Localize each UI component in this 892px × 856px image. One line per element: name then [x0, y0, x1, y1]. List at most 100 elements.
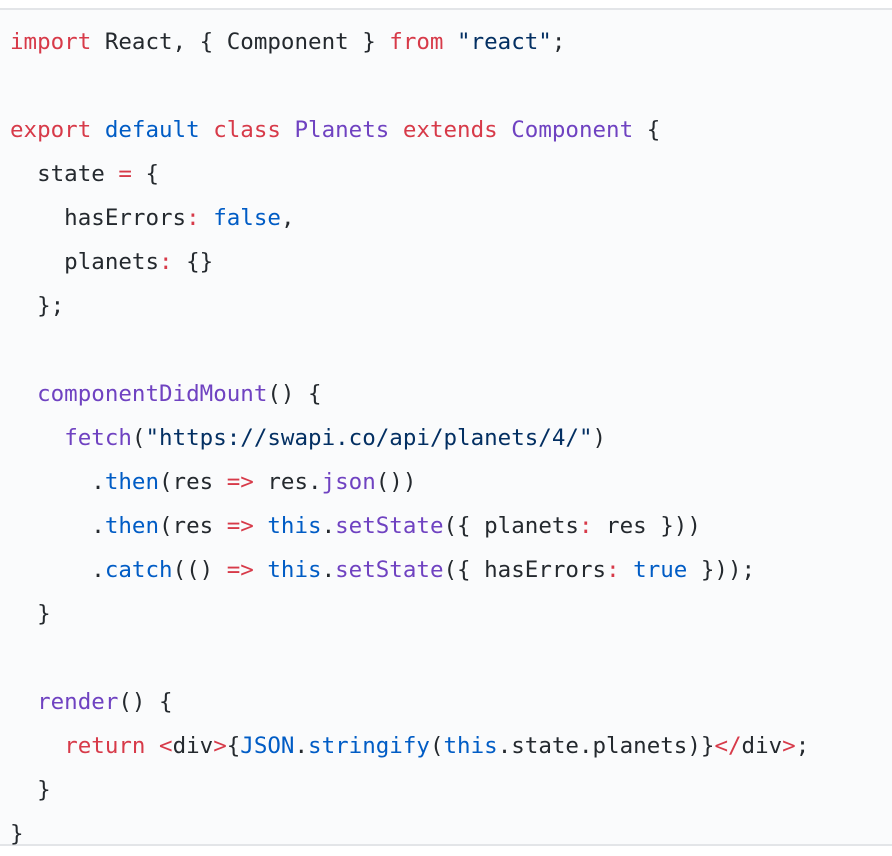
code-token: ;	[551, 29, 566, 55]
code-token: =>	[226, 469, 254, 495]
code-token	[200, 205, 214, 231]
code-token: }	[10, 821, 24, 847]
code-token: hasErrors	[10, 205, 187, 231]
code-token: .	[321, 557, 336, 583]
code-token: };	[10, 293, 65, 319]
code-token	[145, 733, 159, 759]
code-token: </	[714, 733, 742, 759]
code-token: JSON	[240, 733, 295, 759]
code-token	[254, 557, 268, 583]
code-token: <	[159, 733, 173, 759]
code-line: };	[10, 284, 809, 328]
code-token: }	[10, 601, 51, 627]
code-token: planets	[10, 249, 160, 275]
code-block: import React, { Component } from "react"…	[0, 8, 892, 847]
code-line	[10, 636, 809, 680]
code-token: .	[10, 513, 105, 539]
code-token: .	[321, 513, 336, 539]
code-token	[389, 117, 403, 143]
code-token: json	[321, 469, 376, 495]
code-line	[10, 64, 809, 108]
code-token	[443, 29, 457, 55]
code-token	[200, 117, 214, 143]
code-token: res }))	[592, 513, 701, 539]
code-token: class	[213, 117, 281, 143]
code-token	[10, 425, 64, 451]
code-line: export default class Planets extends Com…	[10, 108, 809, 152]
code-token: div	[172, 733, 214, 759]
code-token: (res	[159, 469, 227, 495]
code-token: extends	[402, 117, 498, 143]
code-token: .	[10, 469, 105, 495]
code-line: planets: {}	[10, 240, 809, 284]
code-token: true	[633, 557, 688, 583]
code-line: return <div>{JSON.stringify(this.state.p…	[10, 724, 809, 768]
code-token: state	[10, 161, 119, 187]
code-token: :	[159, 249, 173, 275]
code-token: () {	[118, 689, 173, 715]
code-line: import React, { Component } from "react"…	[10, 20, 809, 64]
code-line: hasErrors: false,	[10, 196, 809, 240]
code-token: >	[213, 733, 227, 759]
code-token: false	[213, 205, 281, 231]
code-token: Planets	[294, 117, 390, 143]
code-token: React, { Component }	[91, 29, 390, 55]
code-token: Component	[511, 117, 634, 143]
code-token: render	[37, 689, 119, 715]
code-token: export	[10, 117, 92, 143]
code-token: :	[578, 513, 593, 539]
code-token: setState	[335, 557, 444, 583]
code-token: ({ planets	[443, 513, 579, 539]
code-token: =>	[226, 557, 254, 583]
code-token: :	[606, 557, 620, 583]
code-token: ,	[280, 205, 295, 231]
code-token: catch	[104, 557, 173, 583]
code-token: .state.planets)}	[497, 733, 715, 759]
code-line: .catch(() => this.setState({ hasErrors: …	[10, 548, 809, 592]
code-token: "react"	[457, 29, 552, 55]
code-line: }	[10, 592, 809, 636]
code-line: render() {	[10, 680, 809, 724]
code-token	[10, 733, 64, 759]
code-token: this	[267, 513, 322, 539]
code-token: (	[131, 425, 146, 451]
code-token: this	[267, 557, 322, 583]
code-line: fetch("https://swapi.co/api/planets/4/")	[10, 416, 809, 460]
code-token: ;	[795, 733, 810, 759]
code-token: div	[741, 733, 783, 759]
code-token: .	[294, 733, 309, 759]
code-line: state = {	[10, 152, 809, 196]
code-line: componentDidMount() {	[10, 372, 809, 416]
code-token: (res	[159, 513, 227, 539]
code-token: then	[104, 469, 160, 495]
code-token: :	[186, 205, 200, 231]
code-token: from	[389, 29, 444, 55]
code-token: return	[64, 733, 146, 759]
code-token: (	[429, 733, 444, 759]
code-token: setState	[335, 513, 444, 539]
code-token	[498, 117, 512, 143]
code-token	[10, 381, 37, 407]
code-token	[254, 513, 268, 539]
code-token: {	[226, 733, 241, 759]
code-token: }	[10, 777, 51, 803]
code-token: default	[104, 117, 200, 143]
code-line: .then(res => this.setState({ planets: re…	[10, 504, 809, 548]
code-token: stringify	[308, 733, 430, 759]
code-line: .then(res => res.json())	[10, 460, 809, 504]
code-token: this	[443, 733, 498, 759]
code-token: >	[782, 733, 796, 759]
code-token: "https://swapi.co/api/planets/4/"	[145, 425, 593, 451]
code-token: import	[10, 29, 92, 55]
code-token: fetch	[64, 425, 132, 451]
code-token: res.	[253, 469, 322, 495]
code-token: then	[104, 513, 160, 539]
code-token: {}	[172, 249, 214, 275]
code-token: ())	[375, 469, 417, 495]
code-content: import React, { Component } from "react"…	[10, 20, 809, 856]
code-token: (()	[172, 557, 227, 583]
code-line: }	[10, 812, 809, 856]
code-token: ({ hasErrors	[443, 557, 607, 583]
code-token: {	[131, 161, 160, 187]
code-token: =	[118, 161, 132, 187]
